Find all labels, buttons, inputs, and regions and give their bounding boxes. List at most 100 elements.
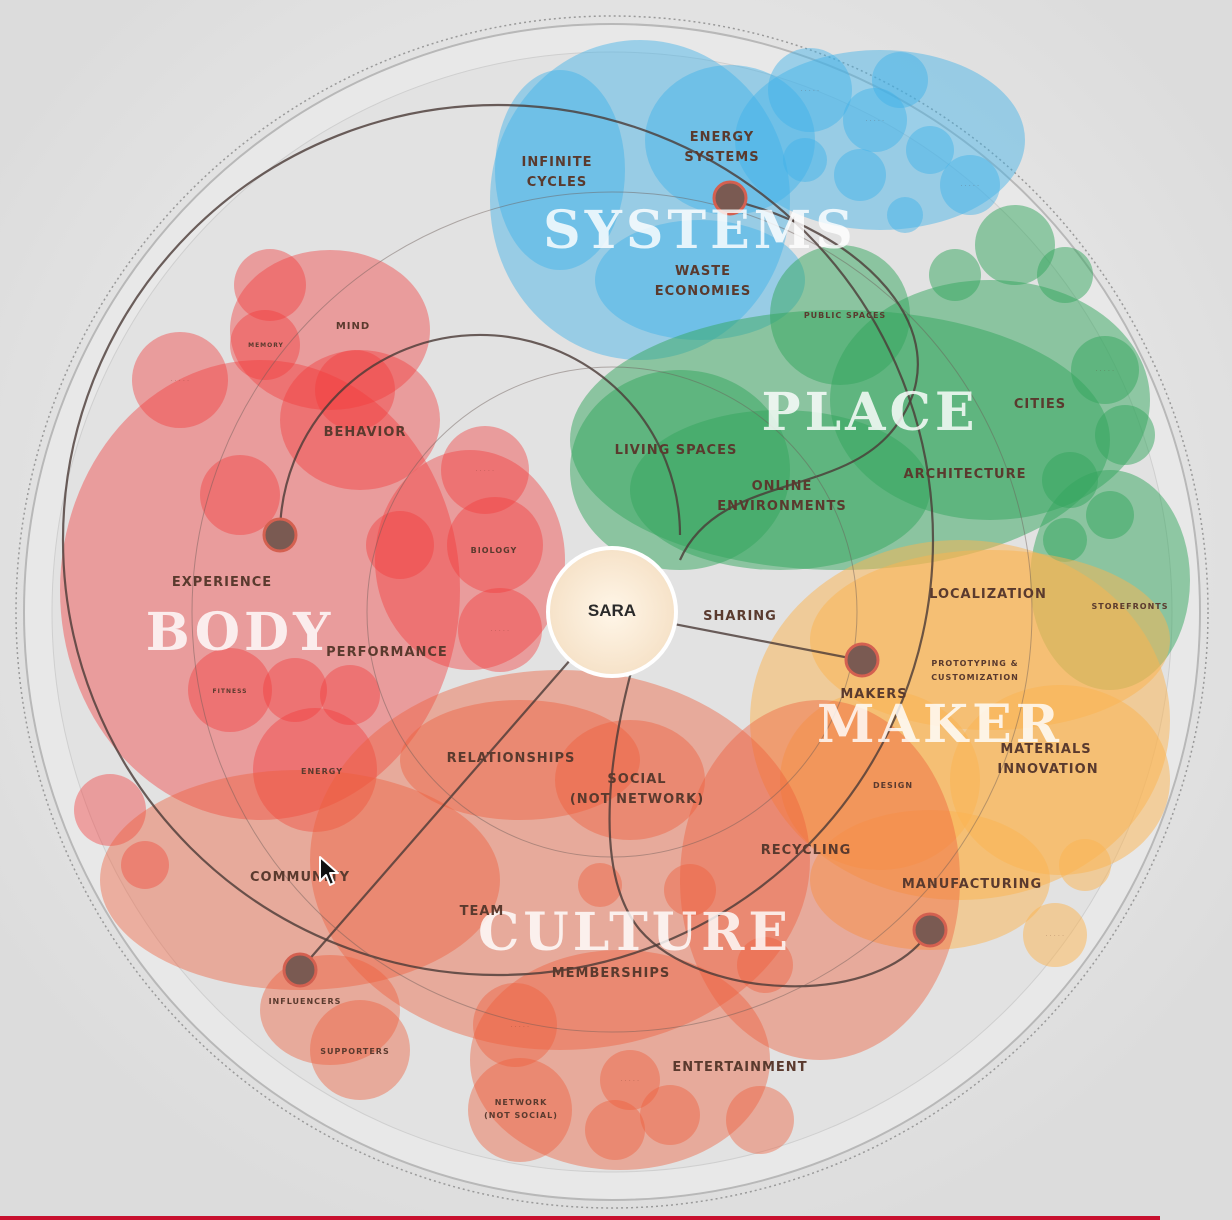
culture-sub-node [640, 1085, 700, 1145]
body-blob-biology [375, 450, 565, 670]
body-sub-node [234, 249, 306, 321]
hub-node-body[interactable] [262, 517, 298, 553]
tiny-label: · · · · · [476, 468, 495, 474]
systems-sub-node [872, 52, 928, 108]
body-sub-node [200, 455, 280, 535]
systems-blob-right [735, 50, 1025, 230]
hub-node-systems[interactable] [712, 180, 748, 216]
place-public-spaces [770, 245, 910, 385]
label-infinite-cycles-1: INFINITE [522, 155, 593, 170]
body-sub-node [230, 310, 300, 380]
tiny-label: · · · · · [961, 183, 980, 189]
body-blob-mind [230, 250, 430, 410]
body-sub-node [263, 658, 327, 722]
label-localization: LOCALIZATION [929, 587, 1047, 602]
orbit-body-arc [278, 333, 682, 536]
culture-cluster [100, 670, 960, 1170]
culture-sub-node [600, 1050, 660, 1110]
label-mind: MIND [336, 321, 370, 332]
systems-blob-energy [645, 65, 815, 215]
label-waste-economies-1: WASTE [675, 264, 731, 279]
place-sub-node [1086, 491, 1134, 539]
systems-sub-node [906, 126, 954, 174]
label-entertainment: ENTERTAINMENT [672, 1060, 807, 1075]
tiny-label: · · · · · [621, 1078, 640, 1084]
label-biology: BIOLOGY [471, 546, 518, 555]
tiny-label: · · · · · [491, 628, 510, 634]
culture-sub-node [473, 983, 557, 1067]
body-sub-node [366, 511, 434, 579]
tiny-label: · · · · · [866, 118, 885, 124]
systems-cluster [490, 40, 1025, 360]
systems-blob-waste [595, 220, 805, 340]
label-memory: MEMORY [248, 342, 284, 349]
label-cities: CITIES [1014, 397, 1066, 412]
domain-title-body: BODY [146, 602, 334, 663]
place-sub-node [975, 205, 1055, 285]
hub-node-makers[interactable] [844, 642, 880, 678]
label-recycling: RECYCLING [761, 843, 852, 858]
place-sub-node [1043, 518, 1087, 562]
body-sub-node-energy [253, 708, 377, 832]
label-social-not-network-2: (NOT NETWORK) [570, 792, 704, 807]
label-materials-innovation-2: INNOVATION [997, 762, 1098, 777]
maker-sub-node [1059, 839, 1111, 891]
systems-sub-node [887, 197, 923, 233]
orbit-systems-arc [678, 198, 919, 561]
label-living-spaces: LIVING SPACES [615, 443, 738, 458]
hub-node-manufacturing[interactable] [912, 912, 948, 948]
body-sub-node [447, 497, 543, 593]
label-manufacturing: MANUFACTURING [902, 877, 1042, 892]
orbit-thin-ring-outer [191, 191, 1033, 1033]
center-label: SARA [588, 601, 636, 620]
systems-sub-node [940, 155, 1000, 215]
label-relationships: RELATIONSHIPS [447, 751, 576, 766]
mouse-pointer-icon [319, 856, 339, 886]
body-blob-behavior [280, 350, 440, 490]
hub-node-influencers[interactable] [282, 952, 318, 988]
culture-sub-node [310, 1000, 410, 1100]
label-infinite-cycles-2: CYCLES [527, 175, 588, 190]
place-sub-node [1071, 336, 1139, 404]
tiny-labels: · · · · · · · · · · · · · · · · · · · · … [171, 88, 1115, 1084]
label-design: DESIGN [873, 781, 913, 790]
body-sub-node [458, 588, 542, 672]
maker-cluster [750, 540, 1170, 967]
systems-blob-main [490, 40, 790, 360]
center-node[interactable] [546, 546, 678, 678]
culture-blob-entertainment [470, 950, 770, 1170]
label-experience: EXPERIENCE [172, 575, 272, 590]
tiny-label: · · · · · [801, 88, 820, 94]
tiny-label: · · · · · [1096, 368, 1115, 374]
culture-sub-node [578, 863, 622, 907]
systems-sub-node [834, 149, 886, 201]
label-fitness: FITNESS [213, 688, 248, 695]
culture-blob-relationships [400, 700, 640, 820]
label-storefronts: STOREFRONTS [1092, 602, 1169, 611]
systems-sub-node [783, 138, 827, 182]
label-energy-systems-2: SYSTEMS [684, 150, 759, 165]
label-influencers: INFLUENCERS [269, 997, 342, 1006]
label-online-environments-2: ENVIRONMENTS [717, 499, 847, 514]
label-network-not-social-2: (NOT SOCIAL) [484, 1111, 558, 1120]
outer-dotted-ring [15, 15, 1209, 1209]
body-sub-node [320, 665, 380, 725]
label-makers: MAKERS [840, 687, 907, 702]
domain-title-culture: CULTURE [478, 902, 792, 963]
maker-sub-node [1023, 903, 1087, 967]
domain-title-place: PLACE [761, 382, 978, 443]
label-waste-economies-2: ECONOMIES [655, 284, 751, 299]
body-blob-main [60, 360, 460, 820]
link-sara-influencers [299, 611, 613, 971]
culture-sub-node [585, 1100, 645, 1160]
place-sub-node [929, 249, 981, 301]
culture-sub-node [726, 1086, 794, 1154]
tiny-label: · · · · · [1046, 933, 1065, 939]
domain-title-maker: MAKER [817, 694, 1063, 755]
label-supporters: SUPPORTERS [320, 1047, 389, 1056]
body-sub-node [188, 648, 272, 732]
hub-nodes [262, 180, 948, 988]
body-sub-node [132, 332, 228, 428]
label-network-not-social-1: NETWORK [495, 1098, 548, 1107]
